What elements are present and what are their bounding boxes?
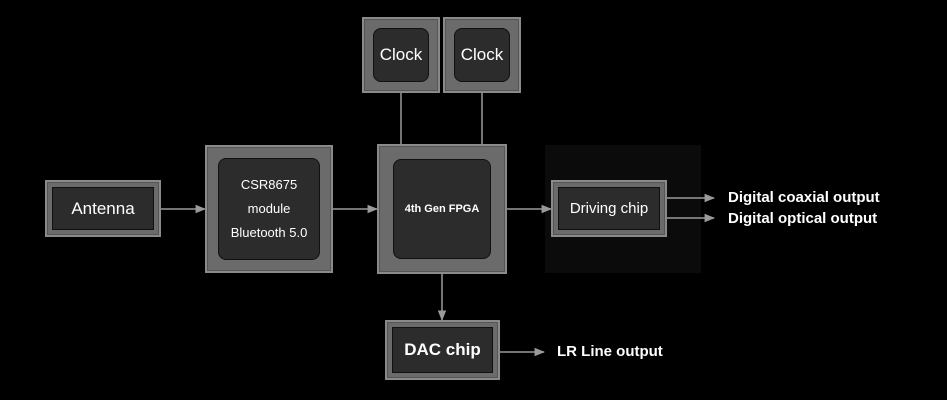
output-coaxial-label: Digital coaxial output — [728, 189, 880, 206]
dac-chip-label: DAC chip — [404, 340, 481, 359]
driving-chip-label: Driving chip — [569, 200, 649, 217]
bluetooth-module-label: module — [247, 201, 291, 216]
dac-chip-inner: DAC chip — [392, 327, 493, 373]
driving-chip-inner: Driving chip — [558, 187, 660, 230]
clock-label-2: Clock — [460, 45, 504, 64]
bluetooth-chip-label: CSR8675 — [240, 177, 298, 192]
clock-label-1: Clock — [379, 45, 423, 64]
output-line-label: LR Line output — [557, 343, 663, 360]
antenna-inner: Antenna — [52, 187, 154, 230]
fpga-label: 4th Gen FPGA — [404, 203, 480, 215]
bluetooth-module-inner: CSR8675 module Bluetooth 5.0 — [218, 158, 320, 260]
clock-block-2: Clock — [443, 17, 521, 93]
dac-chip-block: DAC chip — [385, 320, 500, 380]
antenna-label: Antenna — [71, 198, 135, 218]
antenna-block: Antenna — [45, 180, 161, 237]
clock-inner-2: Clock — [454, 28, 510, 82]
clock-inner-1: Clock — [373, 28, 429, 82]
clock-block-1: Clock — [362, 17, 440, 93]
fpga-block: 4th Gen FPGA — [377, 144, 507, 274]
fpga-inner: 4th Gen FPGA — [393, 159, 491, 259]
bluetooth-version-label: Bluetooth 5.0 — [230, 225, 308, 240]
driving-chip-block: Driving chip — [551, 180, 667, 237]
output-optical-label: Digital optical output — [728, 210, 878, 227]
bluetooth-module-block: CSR8675 module Bluetooth 5.0 — [205, 145, 333, 273]
